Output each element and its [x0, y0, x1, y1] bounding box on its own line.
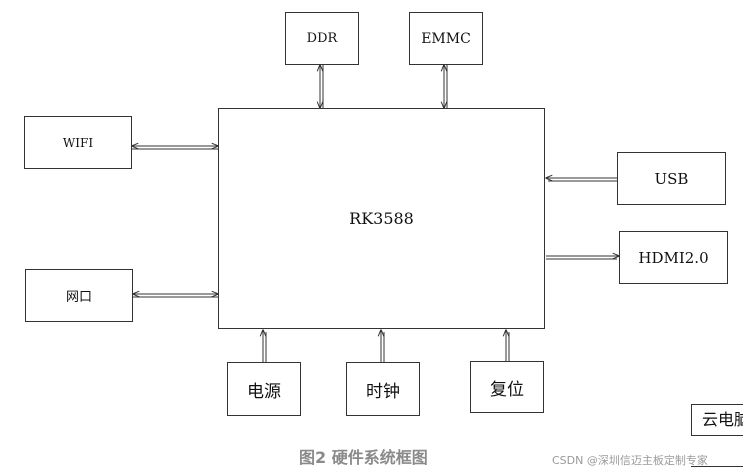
cropped-box-fragment: 云电脑 [691, 404, 743, 436]
ddr-link-arrow [320, 65, 324, 108]
reset-block: 复位 [470, 361, 544, 413]
cropped-box-edge [691, 466, 743, 476]
figure-caption: 图2 硬件系统框图 [299, 448, 428, 467]
hdmi-label: HDMI2.0 [638, 248, 709, 267]
clock-label: 时钟 [366, 381, 400, 402]
ethernet-link-arrow [133, 294, 218, 298]
power-label: 电源 [247, 381, 281, 402]
usb-block: USB [617, 152, 726, 205]
ddr-label: DDR [306, 31, 338, 46]
ddr-block: DDR [285, 12, 359, 65]
emmc-link-arrow [444, 65, 448, 108]
clock-link-arrow [381, 330, 385, 362]
usb-link-arrow [546, 178, 617, 182]
cpu-block: RK3588 [218, 108, 545, 329]
ethernet-block: 网口 [25, 269, 133, 322]
power-link-arrow [263, 330, 267, 362]
wifi-link-arrow [132, 146, 218, 150]
clock-block: 时钟 [346, 362, 420, 416]
wifi-label: WIFI [62, 135, 94, 150]
emmc-block: EMMC [409, 12, 483, 65]
hdmi-block: HDMI2.0 [619, 231, 728, 284]
cropped-box-label: 云电脑 [702, 410, 743, 429]
hdmi-link-arrow [546, 256, 619, 260]
emmc-label: EMMC [421, 30, 471, 47]
reset-link-arrow [506, 330, 510, 361]
reset-label: 复位 [490, 379, 524, 400]
cpu-label: RK3588 [349, 209, 414, 228]
watermark: CSDN @深圳信迈主板定制专家 [552, 454, 708, 467]
ethernet-label: 网口 [65, 290, 92, 305]
power-block: 电源 [227, 362, 301, 416]
wifi-block: WIFI [24, 116, 132, 169]
usb-label: USB [654, 169, 689, 188]
